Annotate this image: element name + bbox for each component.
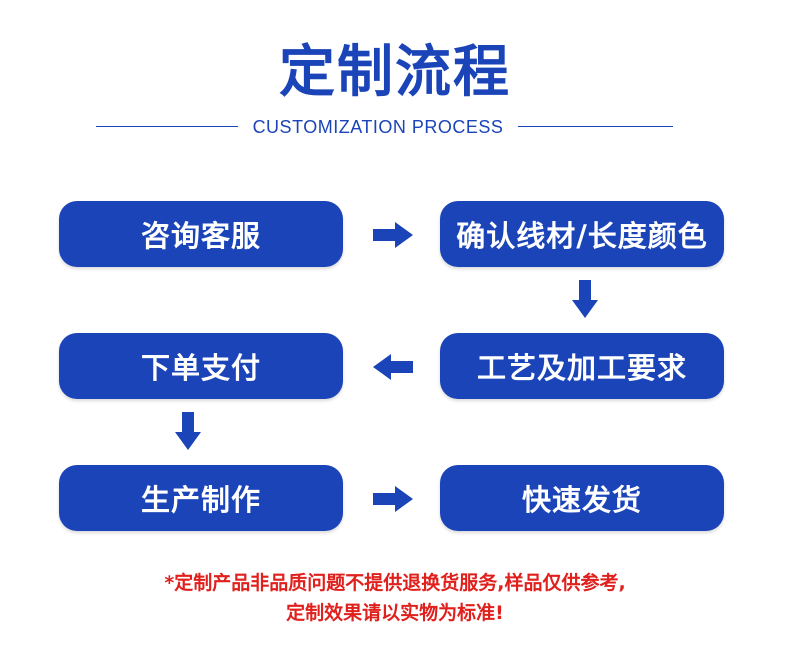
divider-right bbox=[518, 126, 673, 127]
subtitle-row: CUSTOMIZATION PROCESS bbox=[0, 116, 790, 138]
step-confirm-wire: 确认线材/长度颜色 bbox=[440, 201, 724, 267]
arrow-down-icon bbox=[572, 280, 598, 318]
page-subtitle: CUSTOMIZATION PROCESS bbox=[252, 117, 504, 137]
divider-left bbox=[96, 126, 238, 127]
step-fast-delivery: 快速发货 bbox=[440, 465, 724, 531]
arrow-left-icon bbox=[373, 354, 413, 380]
notice-line-1: *定制产品非品质问题不提供退换货服务,样品仅供参考, bbox=[164, 572, 626, 594]
step-production: 生产制作 bbox=[59, 465, 343, 531]
step-craft-requirements: 工艺及加工要求 bbox=[440, 333, 724, 399]
notice-line-2: 定制效果请以实物为标准! bbox=[286, 602, 504, 624]
arrow-right-icon bbox=[373, 486, 413, 512]
step-place-order: 下单支付 bbox=[59, 333, 343, 399]
arrow-down-icon bbox=[175, 412, 201, 450]
page-title: 定制流程 bbox=[279, 40, 511, 105]
step-consult-service: 咨询客服 bbox=[59, 201, 343, 267]
arrow-right-icon bbox=[373, 222, 413, 248]
